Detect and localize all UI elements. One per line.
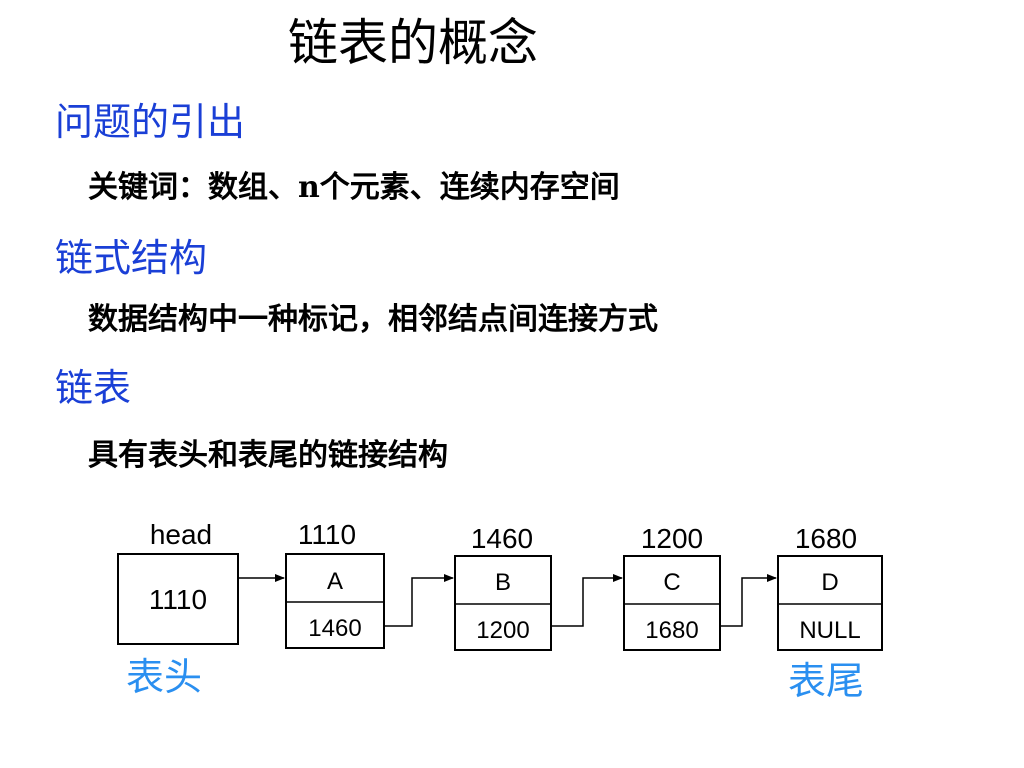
section-heading-problem: 问题的引出 [55,100,246,144]
node-address-a: 1110 [298,519,356,550]
node-b [454,555,552,651]
node-address-c: 1200 [641,523,703,554]
slide-title: 链表的概念 [288,14,538,72]
head-box [117,553,239,645]
section-heading-linked-structure: 链式结构 [55,236,208,280]
section-heading-linked-list: 链表 [55,366,132,410]
node-next-d: NULL [799,617,860,644]
node-a [285,553,385,649]
section-text-linked-structure: 数据结构中一种标记，相邻结点间连接方式 [88,302,658,337]
node-next-c: 1680 [645,617,698,644]
node-data-b: B [495,569,511,596]
node-address-b: 1460 [471,523,533,554]
node-d [777,555,883,651]
node-address-d: 1680 [795,523,857,554]
head-value: 1110 [149,584,207,615]
node-c [623,555,721,651]
node-data-a: A [327,568,343,595]
pointer-arrow-a-to-b [384,574,454,627]
pointer-arrow-c-to-d [720,574,777,627]
tail-caption: 表尾 [788,659,864,703]
head-caption: 表头 [126,655,202,699]
section-text-linked-list: 具有表头和表尾的链接结构 [88,438,448,473]
section-text-keywords: 关键词：数组、n个元素、连续内存空间 [88,170,620,205]
node-next-a: 1460 [308,615,361,642]
node-next-b: 1200 [476,617,529,644]
head-label: head [150,519,212,550]
node-data-c: C [663,569,680,596]
pointer-arrow-b-to-c [551,574,623,627]
node-data-d: D [821,569,838,596]
